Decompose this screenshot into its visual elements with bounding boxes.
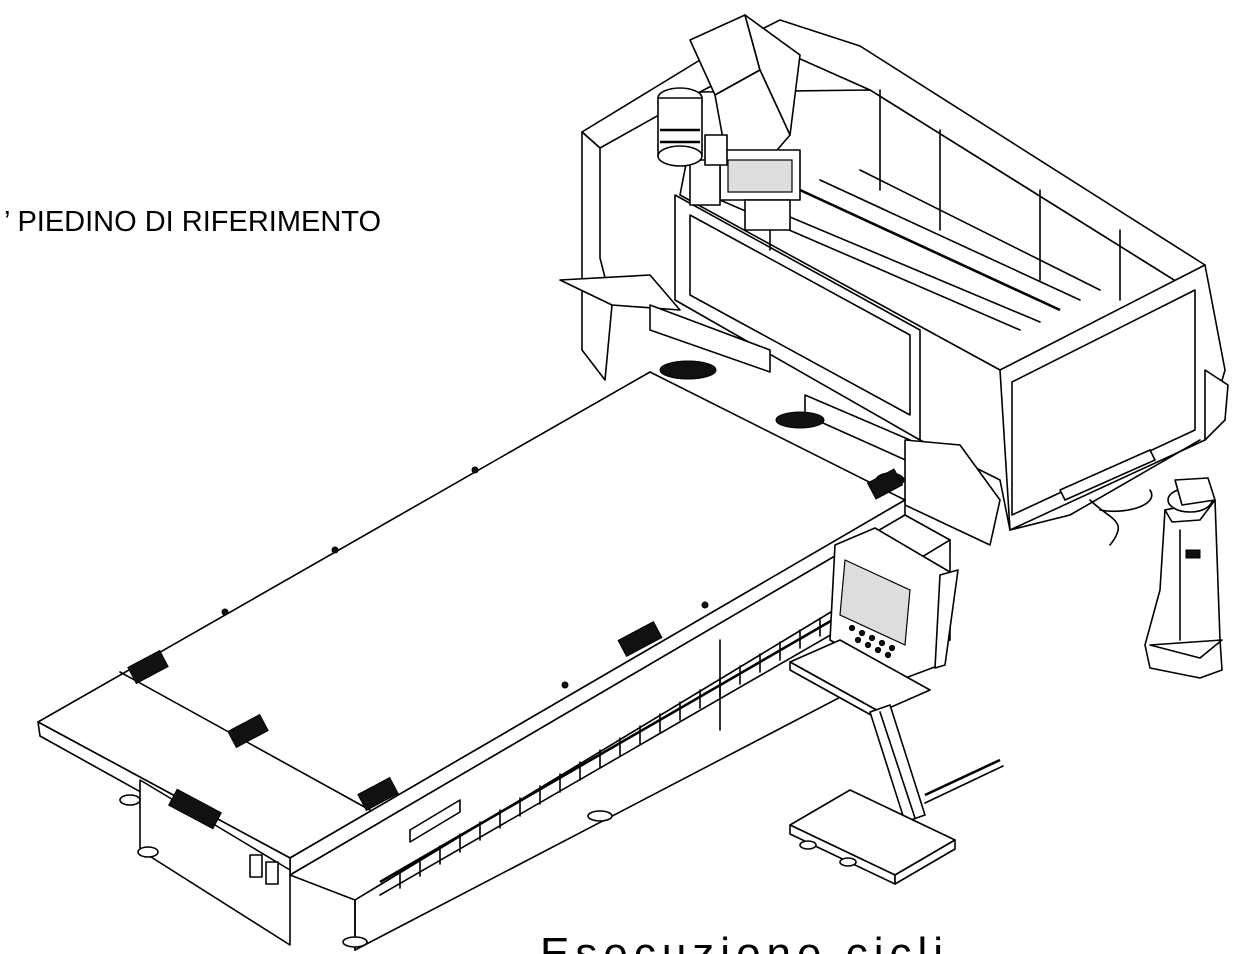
label-cut-glyph: ’ bbox=[4, 206, 10, 238]
machine-base bbox=[119, 514, 951, 951]
reference-foot-text: PIEDINO DI RIFERIMENTO bbox=[17, 206, 382, 238]
control-console bbox=[789, 527, 1004, 885]
working-head bbox=[657, 14, 801, 251]
console-keypad bbox=[848, 624, 896, 659]
handheld-stand bbox=[1144, 477, 1223, 679]
bottom-caption-cut: Esecuzione cicli bbox=[540, 929, 950, 954]
gantry-cabin bbox=[559, 19, 1229, 546]
reference-foot-label: ’ PIEDINO DI RIFERIMENTO bbox=[4, 206, 381, 239]
